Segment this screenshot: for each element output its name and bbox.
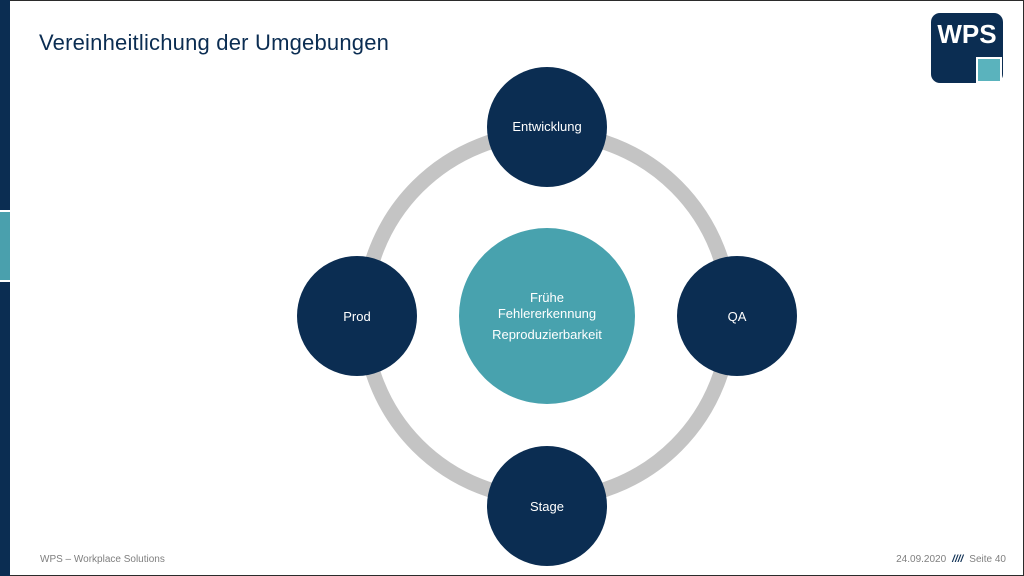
node-prod-label: Prod	[343, 309, 370, 324]
node-entwicklung-label: Entwicklung	[512, 119, 581, 134]
footer-separator: ////	[952, 554, 964, 565]
node-prod	[297, 256, 417, 376]
center-circle	[459, 228, 635, 404]
footer-company: WPS – Workplace Solutions	[40, 554, 165, 565]
footer-meta: 24.09.2020 //// Seite 40	[896, 554, 1006, 565]
center-label-line-2: Fehlererkennung	[498, 306, 596, 321]
center-label-line-1: Frühe	[530, 290, 564, 305]
wps-logo-icon: WPS	[931, 13, 1003, 83]
footer-page-number: Seite 40	[969, 554, 1006, 565]
footer-date: 24.09.2020	[896, 554, 947, 565]
center-label-line-3: Reproduzierbarkeit	[492, 327, 602, 342]
node-stage-label: Stage	[530, 499, 564, 514]
node-entwicklung	[487, 67, 607, 187]
node-stage	[487, 446, 607, 566]
left-teal-marker	[0, 210, 10, 282]
logo-text: WPS	[937, 19, 996, 49]
slide-title: Vereinheitlichung der Umgebungen	[39, 30, 390, 55]
node-qa	[677, 256, 797, 376]
node-qa-label: QA	[728, 309, 747, 324]
left-accent-bar	[0, 0, 10, 576]
